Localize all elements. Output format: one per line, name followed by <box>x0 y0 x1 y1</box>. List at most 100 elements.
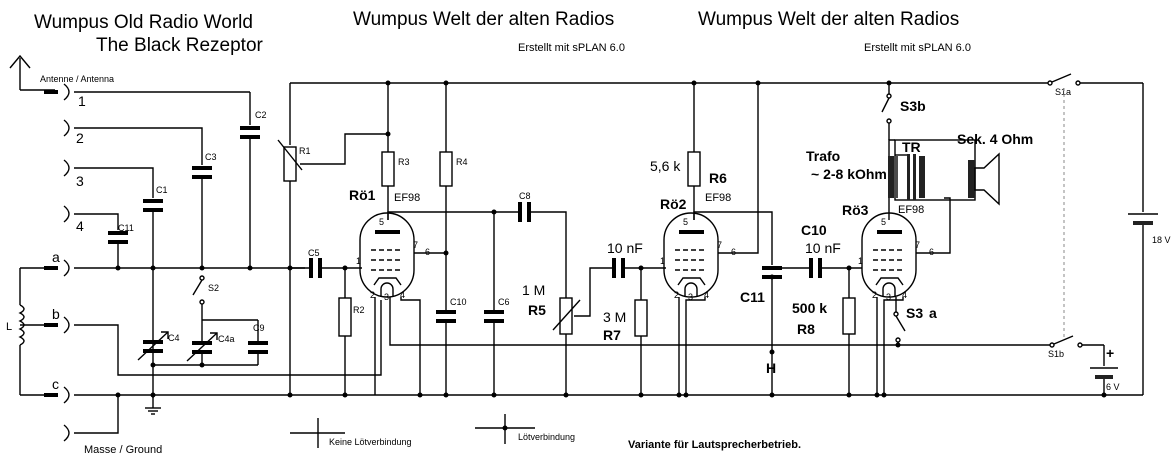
t2-pin3: 3 <box>688 292 693 302</box>
jack-2 <box>63 159 70 177</box>
value-R5: 1 M <box>522 282 545 298</box>
label-S1a: S1a <box>1055 87 1071 97</box>
switch-S2 <box>192 275 205 320</box>
t1-pin3: 3 <box>384 292 389 302</box>
label-S3b: S3b <box>900 98 926 114</box>
label-C1: C1 <box>156 185 168 195</box>
cap-C10-right <box>772 258 862 278</box>
label-R7: R7 <box>603 327 621 343</box>
res-R8 <box>842 268 856 395</box>
output-transformer <box>888 139 976 201</box>
label-S3a: S3 <box>906 305 923 321</box>
label-R5: R5 <box>528 302 546 318</box>
label-R2: R2 <box>353 305 365 315</box>
cap-C11-left <box>108 231 128 268</box>
value-R6: 5,6 k <box>650 158 681 174</box>
value-R7: 3 M <box>603 309 626 325</box>
t3-pin5: 5 <box>881 217 886 227</box>
t3-pin2: 2 <box>872 290 877 300</box>
tube-2-name: Rö2 <box>660 196 687 212</box>
antenna-label: Antenne / Antenna <box>40 74 114 84</box>
tube-2-type: EF98 <box>705 192 731 204</box>
res-R4 <box>439 151 453 310</box>
label-C4a: C4a <box>218 334 235 344</box>
t2-pin1: 1 <box>660 256 665 266</box>
res-R6 <box>687 151 701 220</box>
battery-18v-label: 18 V <box>1152 235 1171 245</box>
coil-label: L <box>6 321 12 333</box>
label-C2: C2 <box>255 110 267 120</box>
tap-2: 2 <box>76 130 84 146</box>
label-C9: C9 <box>253 323 265 333</box>
switch-S3a <box>893 297 906 345</box>
t2-pin2: 2 <box>674 290 679 300</box>
tube-1-name: Rö1 <box>349 187 376 203</box>
ground-symbol <box>145 395 161 415</box>
cap-C9 <box>248 320 268 365</box>
t2-pin5: 5 <box>683 217 688 227</box>
tap-a: a <box>52 249 60 265</box>
t3-pin6: 6 <box>929 247 934 257</box>
tap-c: c <box>52 376 59 392</box>
jack-1 <box>63 119 70 137</box>
legend-no-solder <box>290 418 345 448</box>
antenna-symbol <box>9 54 55 91</box>
label-C5: C5 <box>308 248 320 258</box>
battery-6v <box>1090 345 1118 395</box>
label-S3a-suffix: a <box>929 305 937 321</box>
tube-3 <box>861 212 917 298</box>
cap-C7 <box>612 258 666 278</box>
speaker-label: Sek. 4 Ohm <box>957 131 1033 147</box>
label-R3: R3 <box>398 157 410 167</box>
t3-pin7: 7 <box>915 240 920 250</box>
title-en-2: The Black Rezeptor <box>96 35 264 56</box>
pot-R1 <box>277 133 388 395</box>
t1-pin1: 1 <box>356 256 361 266</box>
tube-2 <box>663 212 719 298</box>
res-R2 <box>338 268 352 395</box>
t1-pin2: 2 <box>370 290 375 300</box>
tap-4: 4 <box>76 218 84 234</box>
label-H: H <box>766 360 776 376</box>
t3-pin3: 3 <box>886 292 891 302</box>
jack-3 <box>63 205 70 223</box>
jack-ground <box>63 424 70 442</box>
trafo-label: Trafo <box>806 148 840 164</box>
ground-label: Masse / Ground <box>84 444 162 456</box>
title-de-1: Wumpus Welt der alten Radios <box>353 9 614 30</box>
value-C7: 10 nF <box>607 240 643 256</box>
trafo-ohm: ~ 2-8 kOhm <box>811 166 887 182</box>
label-C11-right: C11 <box>740 289 765 305</box>
cap-C6 <box>484 212 504 395</box>
t1-pin6: 6 <box>425 247 430 257</box>
switch-S3b <box>881 83 892 140</box>
res-R3 <box>381 151 395 220</box>
switch-S1a <box>1047 73 1081 86</box>
tr-label: TR <box>902 139 921 155</box>
t1-pin4: 4 <box>400 290 405 300</box>
variant-note: Variante für Lautsprecherbetrieb. <box>628 439 801 451</box>
jack-antenna <box>44 83 70 101</box>
battery-6v-plus: + <box>1106 345 1114 361</box>
t1-pin7: 7 <box>413 240 418 250</box>
label-C4: C4 <box>168 333 180 343</box>
cap-C3 <box>192 166 212 268</box>
tap-b: b <box>52 306 60 322</box>
label-R8: R8 <box>797 321 815 337</box>
t2-pin4: 4 <box>704 290 709 300</box>
credit-1: Erstellt mit sPLAN 6.0 <box>518 42 625 54</box>
tap-1: 1 <box>78 93 86 109</box>
label-C3: C3 <box>205 152 217 162</box>
credit-2: Erstellt mit sPLAN 6.0 <box>864 42 971 54</box>
jack-a <box>44 259 70 277</box>
cap-C1 <box>143 199 163 398</box>
battery-18v <box>1128 83 1158 395</box>
legend-no-solder-text: Keine Lötverbindung <box>329 437 412 447</box>
value-R8: 500 k <box>792 300 827 316</box>
jack-c <box>44 386 70 404</box>
label-C10-left: C10 <box>450 297 467 307</box>
title-en-1: Wumpus Old Radio World <box>34 12 253 33</box>
label-R4: R4 <box>456 157 468 167</box>
pot-R5 <box>552 267 612 395</box>
